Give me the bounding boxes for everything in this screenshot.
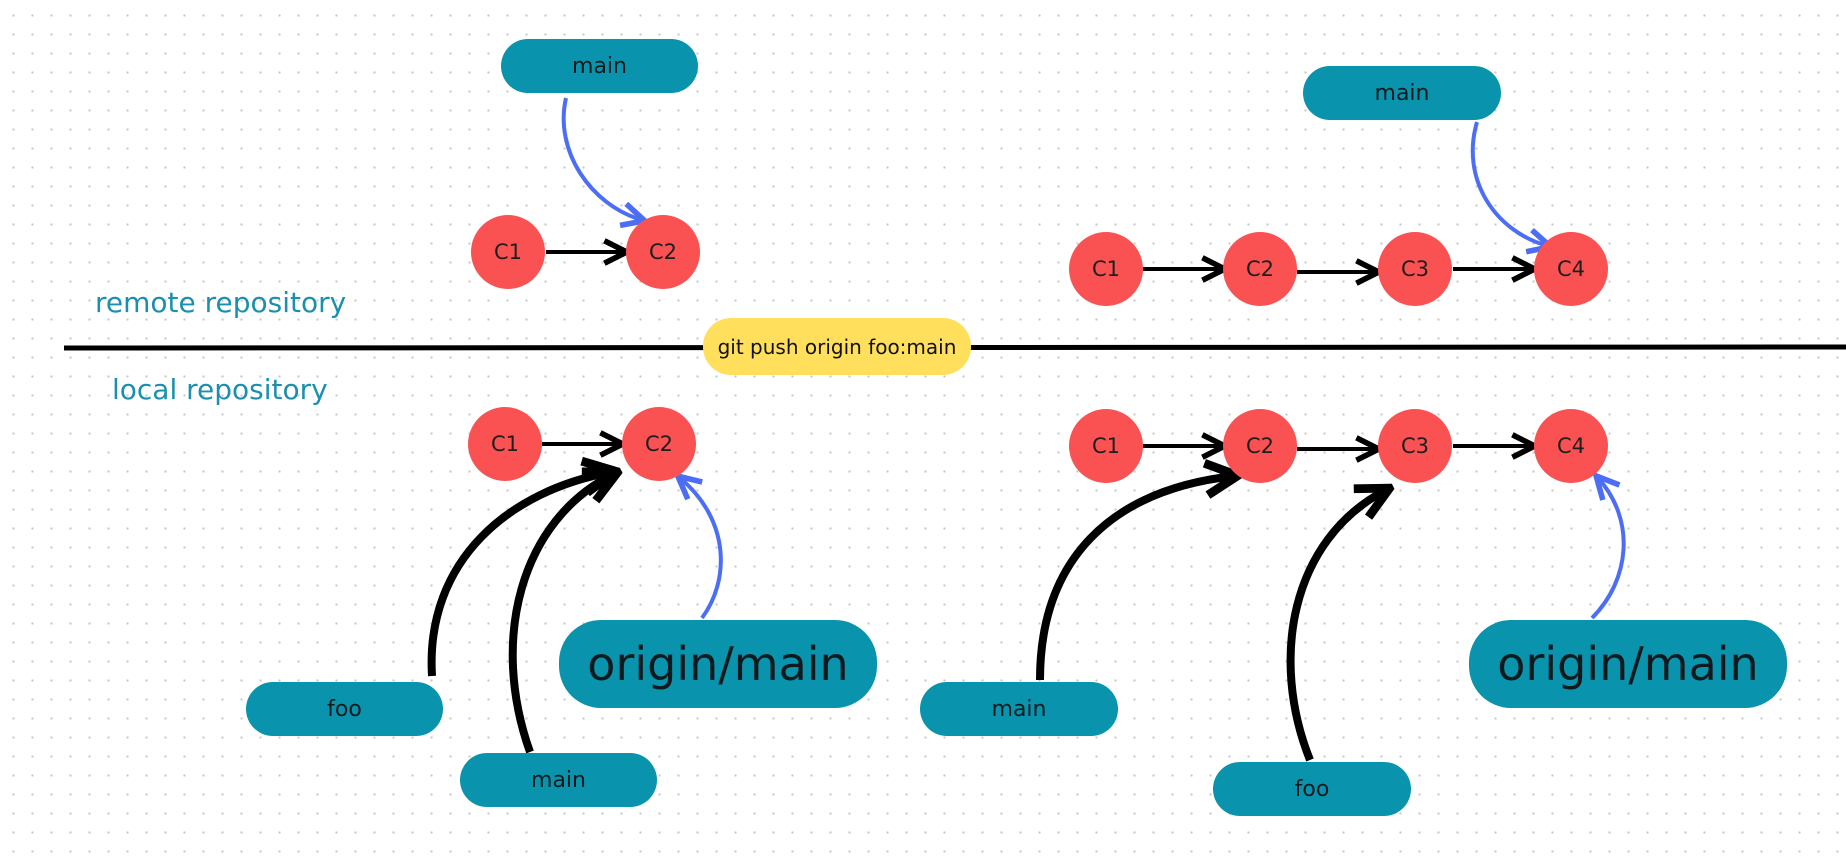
branch-before-local-foo: foo — [246, 682, 443, 736]
commit-after-remote-c2: C2 — [1223, 232, 1297, 306]
commit-after-remote-c3: C3 — [1378, 232, 1452, 306]
commit-before-local-c2: C2 — [622, 407, 696, 481]
commit-before-remote-c1: C1 — [471, 215, 545, 289]
pointer-after-remote-main — [1470, 121, 1548, 246]
pointer-before-local-origin-main — [680, 478, 723, 620]
pointer-after-local-main — [1036, 476, 1234, 681]
pointer-after-local-foo — [1286, 490, 1386, 762]
branch-before-local-main: main — [460, 753, 657, 807]
pointer-before-local-foo — [427, 472, 612, 677]
commit-after-remote-c4: C4 — [1534, 232, 1608, 306]
commit-after-local-c4: C4 — [1534, 409, 1608, 483]
branch-after-local-origin-main: origin/main — [1469, 620, 1787, 708]
commit-after-local-c2: C2 — [1223, 409, 1297, 483]
git-command-badge: git push origin foo:main — [703, 318, 971, 375]
pointer-before-local-main — [508, 474, 614, 754]
branch-before-local-origin-main: origin/main — [559, 620, 877, 708]
remote-repository-label: remote repository — [95, 286, 347, 319]
pointer-after-local-origin-main — [1590, 478, 1626, 620]
commit-after-remote-c1: C1 — [1069, 232, 1143, 306]
branch-after-remote-main: main — [1303, 66, 1501, 120]
pointer-before-remote-main — [561, 97, 642, 220]
branch-after-local-foo: foo — [1213, 762, 1411, 816]
commit-before-local-c1: C1 — [468, 407, 542, 481]
commit-before-remote-c2: C2 — [626, 215, 700, 289]
commit-after-local-c3: C3 — [1378, 409, 1452, 483]
branch-before-remote-main: main — [501, 39, 698, 93]
commit-after-local-c1: C1 — [1069, 409, 1143, 483]
local-repository-label: local repository — [112, 373, 328, 406]
branch-after-local-main: main — [920, 682, 1118, 736]
